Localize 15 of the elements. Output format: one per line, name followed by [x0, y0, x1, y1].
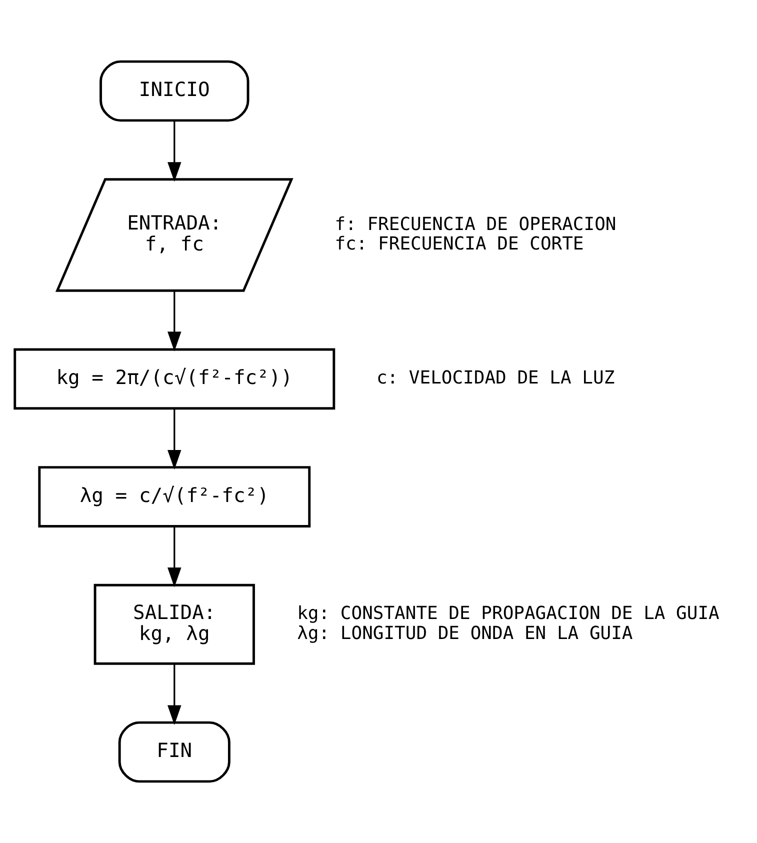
node-label: fc: FRECUENCIA DE CORTE — [334, 233, 584, 254]
node-label: λg: LONGITUD DE ONDA EN LA GUIA — [297, 622, 633, 644]
arrow — [168, 290, 182, 352]
node-box: FIN — [118, 721, 230, 783]
node-label: kg: CONSTANTE DE PROPAGACION DE LA GUIA — [297, 603, 720, 624]
arrow — [168, 664, 182, 725]
node-label: c: VELOCIDAD DE LA LUZ — [376, 368, 615, 389]
node-box: λg = c/√(f²-fc²) — [38, 466, 311, 528]
node-label: f: FRECUENCIA DE OPERACION — [334, 214, 616, 235]
arrow — [168, 121, 182, 182]
node-box: SALIDA: kg, λg — [94, 584, 255, 665]
node-box: kg = 2π/(c√(f²-fc²)) — [14, 348, 336, 410]
arrow — [168, 408, 182, 470]
node-box: INICIO — [100, 60, 250, 122]
arrow — [168, 526, 182, 588]
